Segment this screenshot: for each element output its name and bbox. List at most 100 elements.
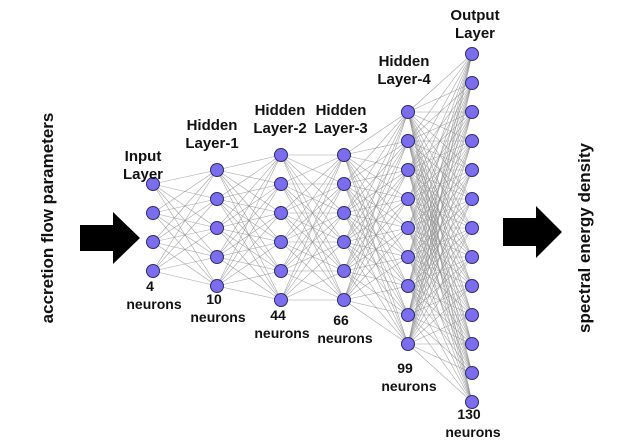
connection-line	[280, 270, 345, 301]
neuron-node	[401, 163, 415, 177]
neuron-node	[146, 177, 160, 191]
connection-line	[216, 154, 282, 258]
connection-line	[343, 299, 409, 345]
neuron-node	[337, 177, 351, 191]
connection-line	[216, 154, 282, 171]
neuron-node	[146, 235, 160, 249]
connection-line	[152, 169, 218, 243]
neuron-node	[465, 395, 479, 409]
connection-line	[216, 154, 282, 200]
neuron-node	[210, 192, 224, 206]
connection-line	[343, 111, 409, 214]
connection-line	[407, 256, 473, 345]
neuron-node	[465, 47, 479, 61]
neuron-node	[401, 337, 415, 351]
connection-line	[407, 314, 473, 345]
connection-line	[343, 285, 409, 301]
neuron-node	[274, 148, 288, 162]
connection-line	[407, 111, 473, 345]
connection-line	[407, 53, 473, 316]
neuron-node	[210, 163, 224, 177]
connection-line	[216, 241, 282, 287]
connection-line	[407, 53, 473, 200]
neuron-node	[401, 105, 415, 119]
left-axis-label: accretion flow parameters	[38, 113, 57, 324]
neuron-node	[337, 293, 351, 307]
neuron-node	[465, 192, 479, 206]
connection-line	[280, 154, 345, 185]
connection-line	[343, 111, 409, 272]
neuron-node	[146, 264, 160, 278]
neuron-node	[274, 293, 288, 307]
connection-line	[343, 227, 409, 301]
neuron-node	[210, 250, 224, 264]
connection-line	[280, 183, 345, 301]
connection-line	[407, 343, 473, 374]
connection-line	[280, 212, 345, 301]
connection-line	[152, 198, 218, 272]
connection-line	[407, 285, 473, 345]
neuron-node	[337, 148, 351, 162]
connection-line	[407, 343, 473, 403]
connection-line	[343, 169, 409, 301]
neuron-node	[465, 250, 479, 264]
connection-line	[407, 53, 473, 142]
neuron-node	[465, 308, 479, 322]
connection-line	[407, 53, 473, 229]
neuron-node	[274, 264, 288, 278]
input-arrow-icon	[80, 212, 140, 264]
connection-line	[343, 111, 409, 156]
neuron-node	[401, 192, 415, 206]
connection-line	[152, 169, 218, 185]
connection-line	[343, 198, 409, 301]
neuron-node	[146, 206, 160, 220]
connection-line	[280, 154, 345, 301]
connection-line	[407, 53, 473, 287]
neuron-node	[465, 221, 479, 235]
neuron-node	[465, 163, 479, 177]
right-axis-label: spectral energy density	[575, 143, 594, 333]
connection-line	[407, 140, 473, 345]
connection-line	[216, 212, 282, 287]
neuron-node	[465, 366, 479, 380]
neuron-node	[465, 337, 479, 351]
connection-line	[343, 140, 409, 301]
connection-line	[343, 256, 409, 301]
neuron-node	[274, 235, 288, 249]
neuron-node	[465, 134, 479, 148]
neuron-node	[210, 221, 224, 235]
neuron-node	[465, 76, 479, 90]
connection-line	[216, 183, 282, 287]
neuron-node	[274, 177, 288, 191]
connection-line	[280, 154, 345, 272]
connections	[152, 53, 473, 403]
connection-line	[280, 241, 345, 301]
connection-line	[280, 154, 345, 214]
neurons	[146, 47, 479, 409]
connection-line	[280, 154, 345, 243]
connection-line	[407, 227, 473, 345]
connection-line	[152, 256, 218, 272]
neuron-node	[337, 235, 351, 249]
connection-line	[152, 227, 218, 272]
neuron-node	[337, 206, 351, 220]
connection-line	[152, 169, 218, 214]
neuron-node	[337, 264, 351, 278]
connection-line	[216, 154, 282, 229]
connection-line	[216, 285, 282, 301]
neuron-node	[465, 105, 479, 119]
connection-line	[407, 53, 473, 258]
connection-line	[407, 53, 473, 171]
neuron-node	[401, 221, 415, 235]
connection-line	[407, 82, 473, 345]
